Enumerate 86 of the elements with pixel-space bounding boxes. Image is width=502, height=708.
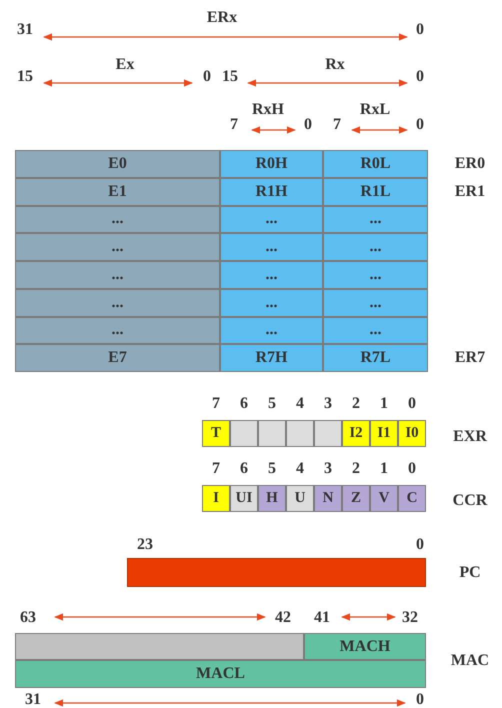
register-field: ... (220, 233, 323, 261)
field-name: RxH (252, 102, 284, 118)
bit-number: 15 (222, 69, 238, 85)
bit-number: 31 (17, 22, 33, 38)
register-name: ER0 (454, 156, 486, 172)
bit-field: I1 (370, 420, 398, 447)
bit-field: I (202, 485, 230, 512)
bit-number: 7 (212, 461, 220, 477)
bit-number: 6 (240, 396, 248, 412)
bit-number: 0 (416, 69, 424, 85)
register-field: ... (15, 233, 220, 261)
bit-number: 3 (324, 396, 332, 412)
bit-field: N (314, 485, 342, 512)
register-field: ... (15, 206, 220, 234)
bit-field: U (286, 485, 314, 512)
register-field: R7H (220, 344, 323, 372)
register-field: E0 (15, 150, 220, 178)
bit-number: 0 (203, 69, 211, 85)
bit-number: 5 (268, 396, 276, 412)
register-name: ER7 (454, 350, 486, 366)
field-name: Ex (116, 57, 134, 73)
register-field: ... (220, 316, 323, 344)
register-field: ... (323, 206, 428, 234)
bit-number: 1 (380, 461, 388, 477)
bit-number: 0 (408, 396, 416, 412)
bit-number: 4 (296, 396, 304, 412)
bit-number: 2 (352, 461, 360, 477)
register-field: R0L (323, 150, 428, 178)
register-field: ... (15, 288, 220, 316)
register-field: ... (220, 288, 323, 316)
bit-number: 4 (296, 461, 304, 477)
register-field: ... (323, 316, 428, 344)
bit-field: I0 (398, 420, 426, 447)
bit-number: 3 (324, 461, 332, 477)
bit-number: 7 (230, 117, 238, 133)
bit-number: 7 (212, 396, 220, 412)
bit-number: 2 (352, 396, 360, 412)
register-field: ... (220, 261, 323, 289)
bit-number: 63 (20, 610, 36, 626)
field-name: ERx (206, 10, 238, 26)
bit-number: 1 (380, 396, 388, 412)
register-field: E1 (15, 178, 220, 206)
bit-number: 0 (416, 22, 424, 38)
bit-number: 23 (137, 537, 153, 553)
bit-number: 15 (17, 69, 33, 85)
bit-number: 0 (416, 692, 424, 708)
register-name: EXR (453, 429, 487, 445)
bit-number: 6 (240, 461, 248, 477)
register-field: ... (15, 261, 220, 289)
bit-field: I2 (342, 420, 370, 447)
bit-field: V (370, 485, 398, 512)
register-bar (127, 558, 426, 587)
register-field: MACL (15, 660, 426, 688)
bit-number: 0 (304, 117, 312, 133)
register-field: ... (323, 261, 428, 289)
register-field: ... (220, 206, 323, 234)
unused-field (15, 633, 304, 660)
register-name: PC (459, 565, 481, 581)
register-field: R0H (220, 150, 323, 178)
bit-number: 0 (416, 117, 424, 133)
register-field: E7 (15, 344, 220, 372)
bit-number: 31 (25, 692, 41, 708)
bit-number: 42 (275, 610, 291, 626)
bit-number: 7 (333, 117, 341, 133)
bit-field: C (398, 485, 426, 512)
bit-field: UI (230, 485, 258, 512)
register-field: R1L (323, 178, 428, 206)
register-field: ... (323, 233, 428, 261)
field-name: RxL (360, 102, 390, 118)
register-field: ... (323, 288, 428, 316)
bit-field: T (202, 420, 230, 447)
register-field: MACH (304, 633, 426, 660)
bit-field: H (258, 485, 286, 512)
register-field: R1H (220, 178, 323, 206)
bit-field: Z (342, 485, 370, 512)
register-name: MAC (450, 653, 490, 669)
bit-number: 0 (408, 461, 416, 477)
bit-number: 41 (314, 610, 330, 626)
field-name: Rx (325, 57, 345, 73)
register-field: ... (15, 316, 220, 344)
register-field: R7L (323, 344, 428, 372)
bit-number: 0 (416, 537, 424, 553)
bit-number: 32 (402, 610, 418, 626)
register-name: CCR (452, 493, 488, 509)
bit-number: 5 (268, 461, 276, 477)
register-name: ER1 (454, 184, 486, 200)
